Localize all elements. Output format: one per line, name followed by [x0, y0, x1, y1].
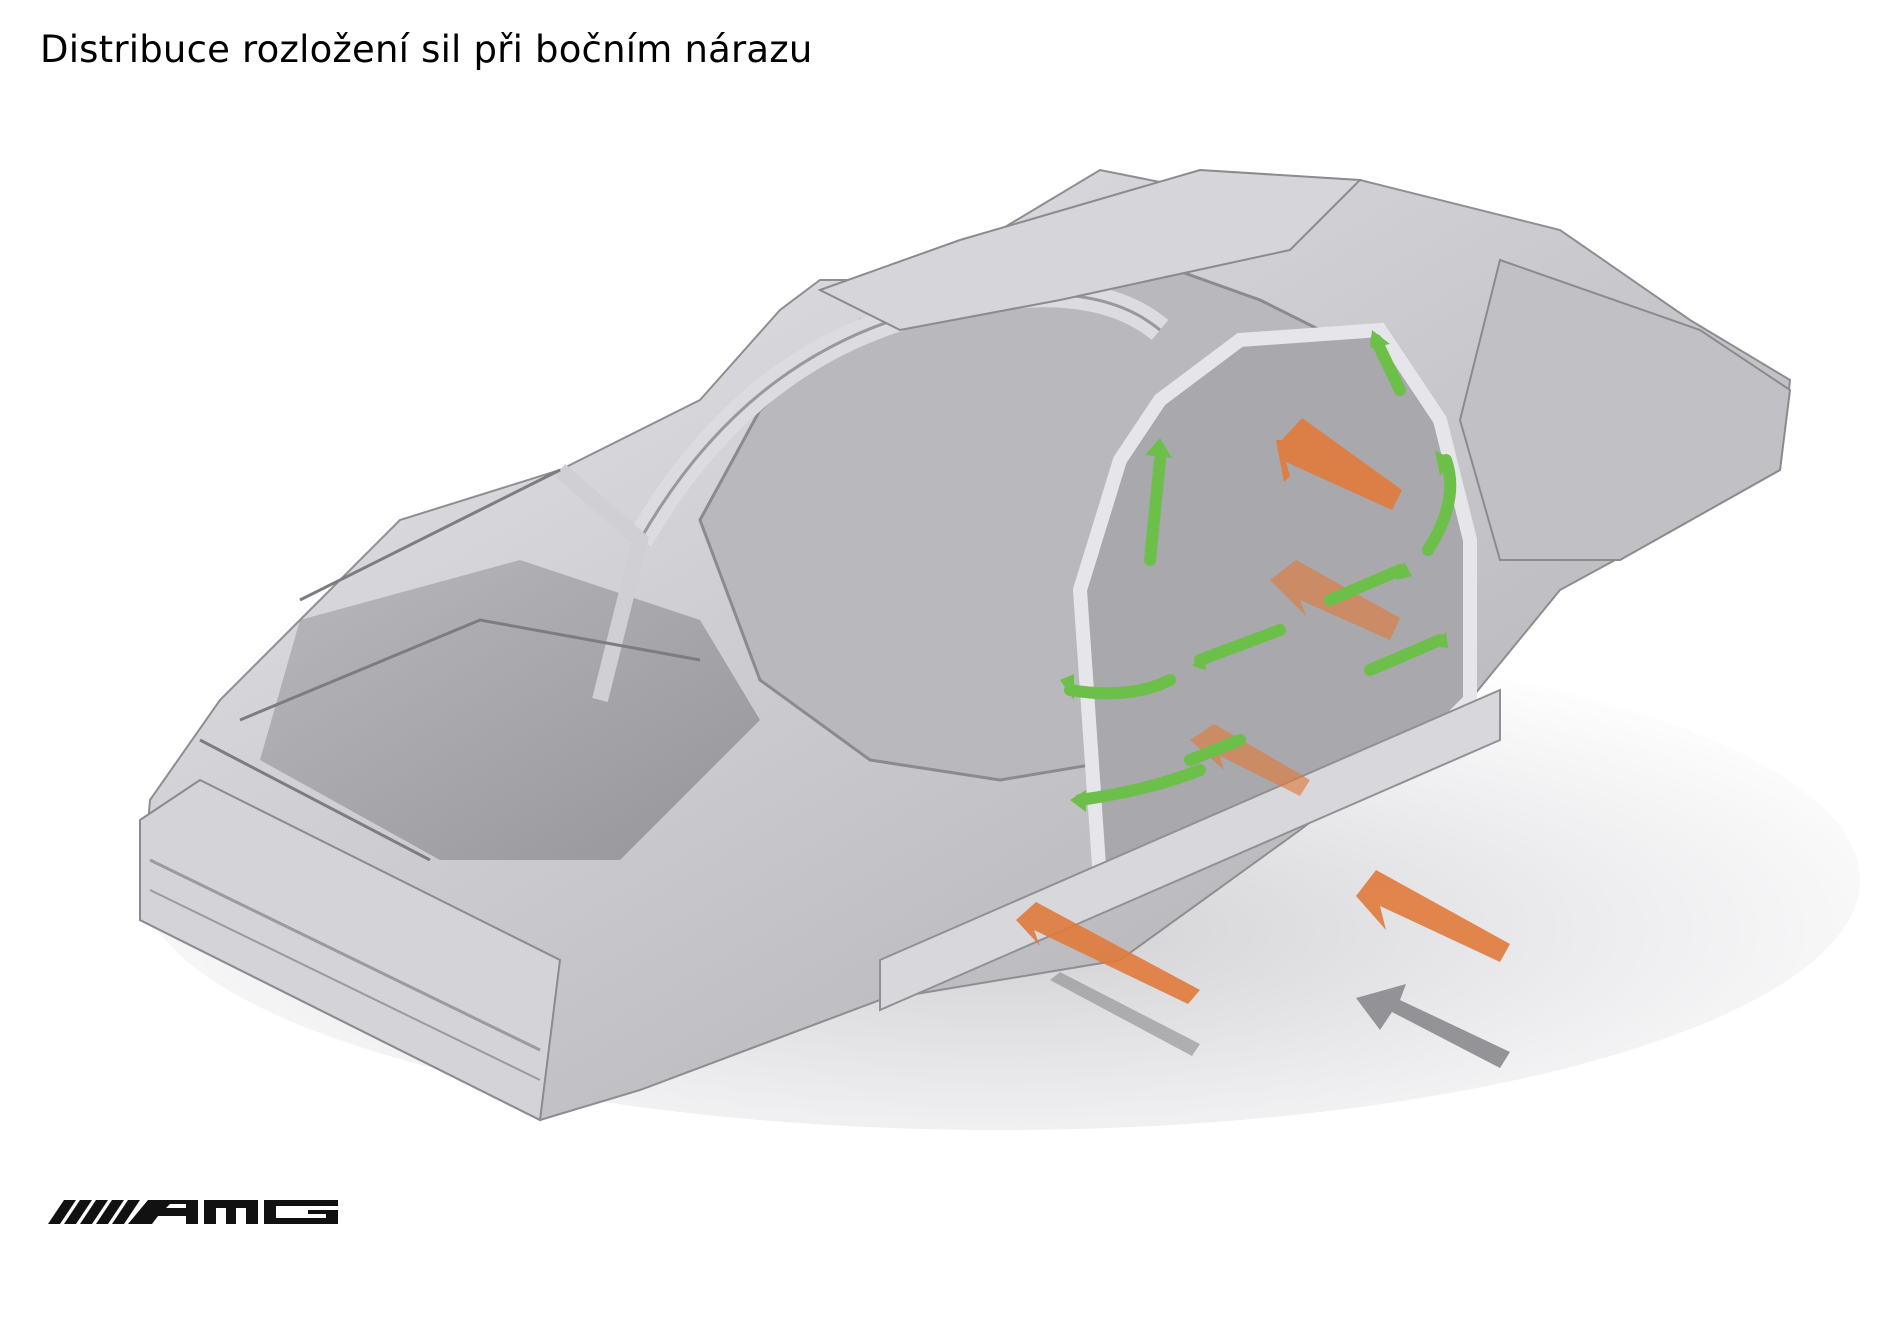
load-path-a-pillar-base [1064, 674, 1176, 700]
load-path-arrows [1064, 334, 1457, 806]
load-path-door-beam-lower [1364, 634, 1446, 676]
load-path-arrowheads [1060, 330, 1452, 812]
load-path-door-beam-upper [1324, 564, 1406, 606]
impact-arrow-lower-right [1356, 870, 1510, 962]
load-path-door-beam-mid [1194, 624, 1286, 666]
impact-arrow-lower-left [1016, 902, 1200, 1004]
page-title: Distribuce rozložení sil při bočním nára… [40, 28, 813, 71]
impact-arrow-rear-upper [1276, 418, 1402, 510]
load-path-b-pillar-upper [1370, 334, 1406, 396]
load-path-sill [1074, 764, 1206, 806]
amg-logo-icon [48, 1200, 338, 1224]
load-path-a-pillar [1144, 454, 1166, 566]
car-body [138, 168, 1792, 1122]
impact-shadow-arrow [1356, 984, 1510, 1068]
load-path-mid-lower [1184, 734, 1246, 766]
impact-shadow-arrow-left [1050, 972, 1200, 1056]
load-path-b-pillar-curve [1422, 454, 1457, 556]
